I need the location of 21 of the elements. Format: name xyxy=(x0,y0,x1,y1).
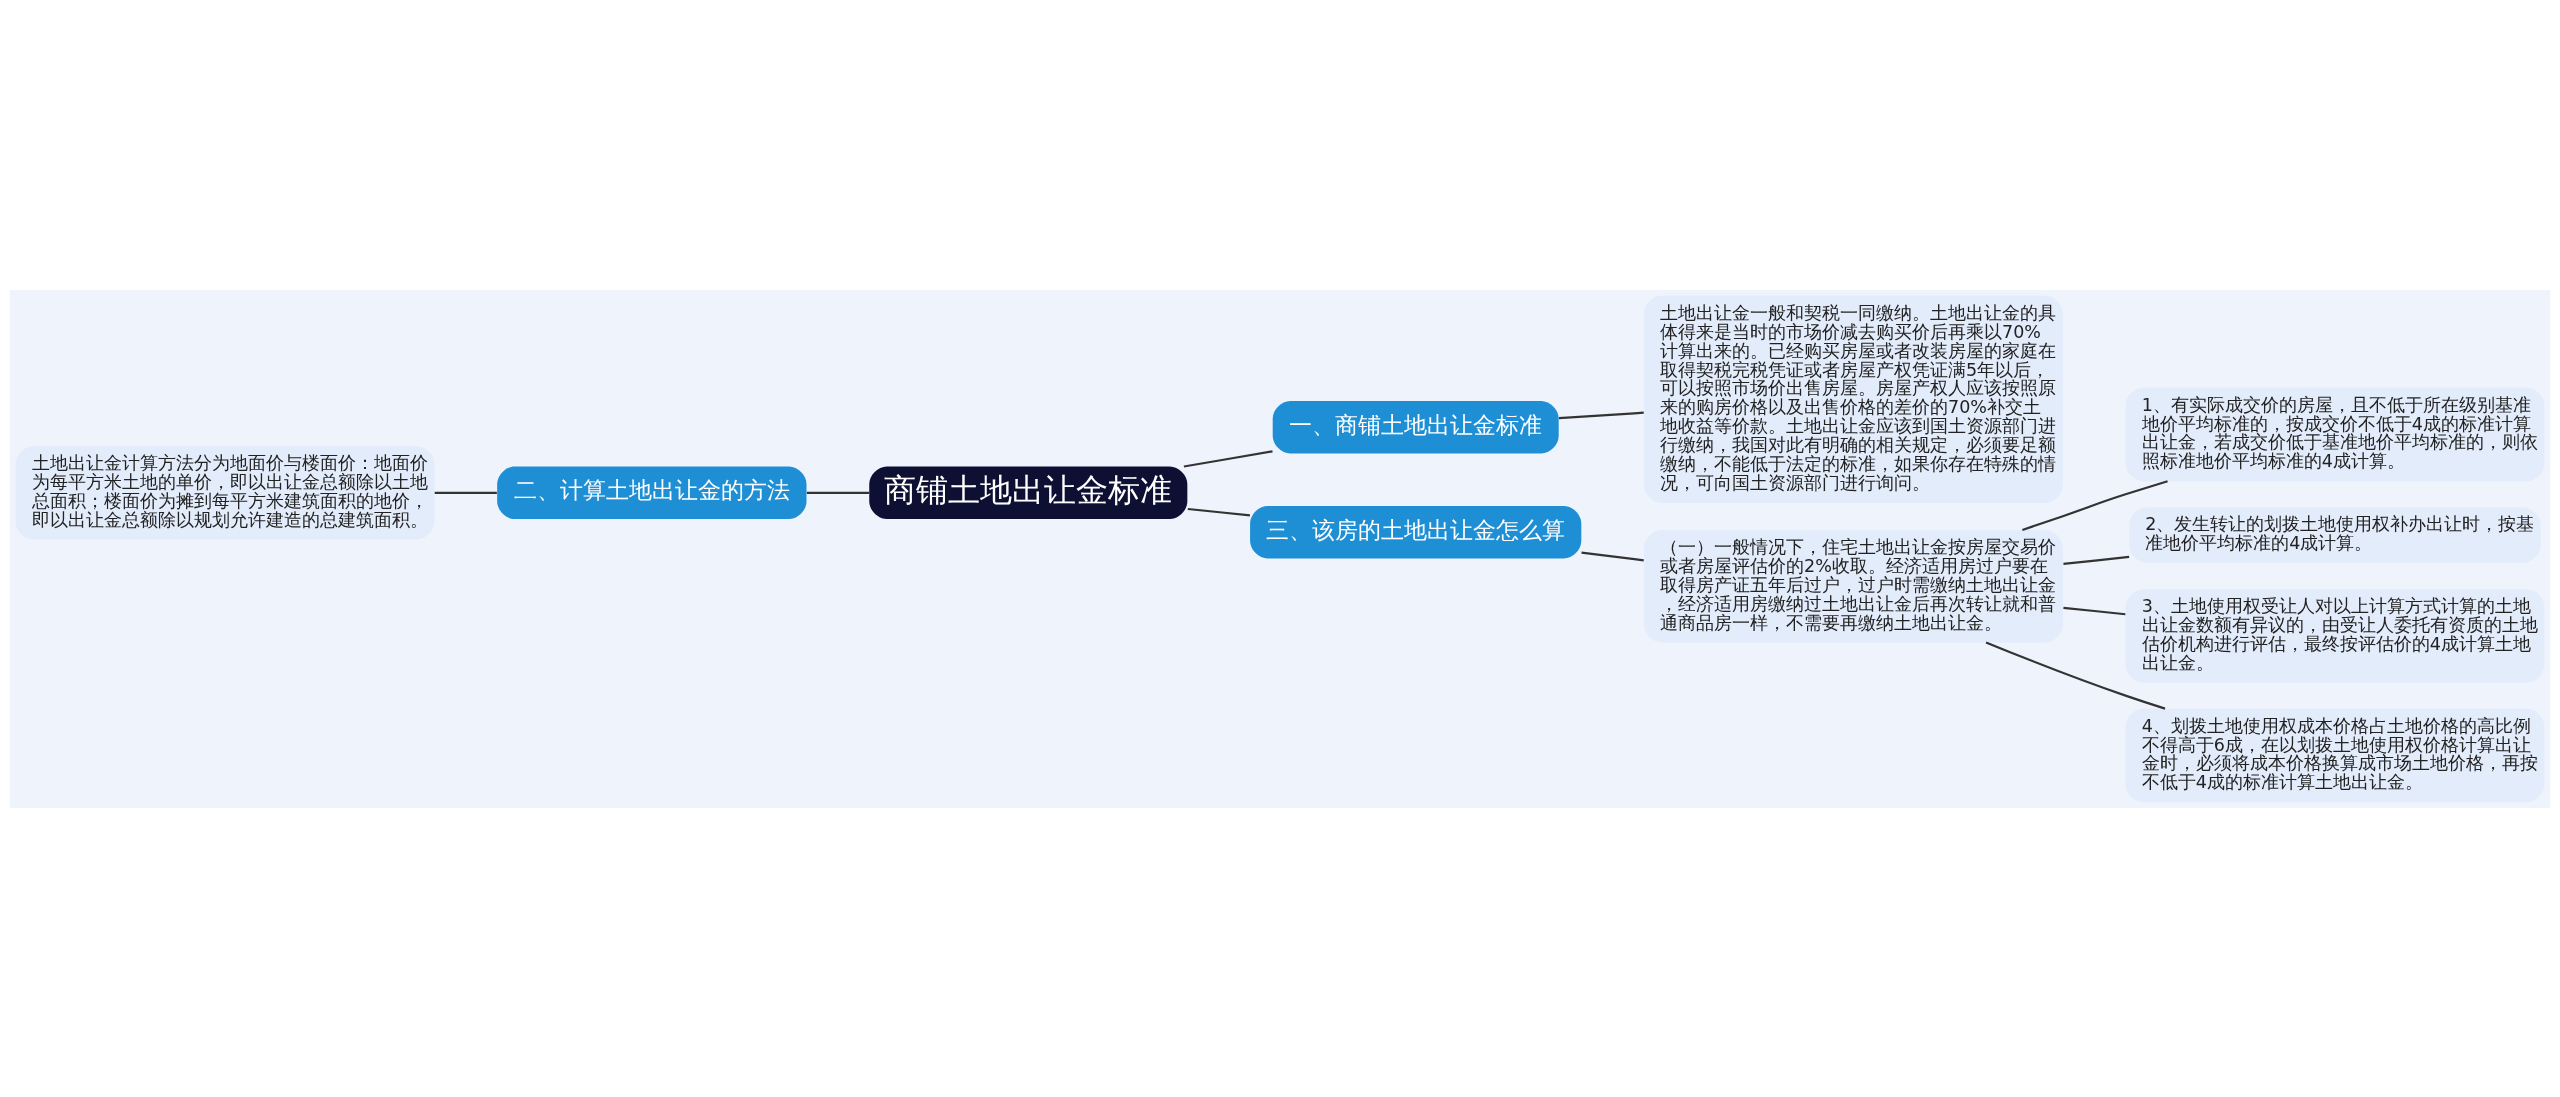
connector xyxy=(2022,479,2168,531)
node-box: 3、土地使用权受让人对以上计算方式计算的土地出让金数额有异议的，由受让人委托有资质的土地估价机构进行评估，最终按评估价的4成计算土地出让金。 xyxy=(2125,588,2545,682)
connector xyxy=(1558,411,1644,419)
node-box: 土地出让金一般和契税一同缴纳。土地出让金的具体得来是当时的市场价减去购买价后再乘以70%计算出来的。已经购买房屋或者改装房屋的家庭在取得契税完税凭证或者房屋产权凭证满5年以后，可以按照市场价出售房屋。房屋产权人应该按照原来的购房价格以及出售价格的差价的70%补交土地收益等价款。土地出让金应该到国土资源部门进行缴纳，我国对此有明确的相关规定，必须要足额缴纳，不能低于法定的标准，如果你存在特殊的情况，可向国土资源部门进行询问。 xyxy=(1644,295,2063,503)
node-box: 2、发生转让的划拨土地使用权补办出让时，按基准地价平均标准的4成计算。 xyxy=(2129,506,2541,563)
node-box: 4、划拨土地使用权成本价格占土地价格的高比例不得高于6成，在以划拨土地使用权价格计算出让金时，必须将成本价格换算成市场土地价格，再按不低于4成的标准计算土地出让金。 xyxy=(2125,708,2545,802)
node-box: （一）一般情况下，住宅土地出让金按房屋交易价或者房屋评估价的2%收取。经济适用房过户要在取得房产证五年后过户，过户时需缴纳土地出让金，经济适用房缴纳过土地出让金后再次转让就和普通商品房一样，不需要再缴纳土地出让金。 xyxy=(1644,529,2063,642)
connector xyxy=(2063,606,2126,615)
connector xyxy=(1187,507,1251,516)
node-box: 土地出让金计算方法分为地面价与楼面价：地面价为每平方米土地的单价，即以出让金总额除以土地总面积；楼面价为摊到每平方米建筑面积的地价，即以出让金总额除以规划允许建造的总建筑面积。 xyxy=(15,445,435,539)
node-box: 一、商铺土地出让金标准 xyxy=(1272,400,1559,453)
connector xyxy=(806,491,870,494)
connector xyxy=(2063,555,2130,565)
connector xyxy=(1985,640,2166,710)
node-box: 二、计算土地出让金的方法 xyxy=(497,466,807,519)
connector xyxy=(1183,449,1273,468)
connector xyxy=(434,491,497,494)
connector xyxy=(1581,551,1644,561)
node-box: 1、有实际成交价的房屋，且不低于所在级别基准地价平均标准的，按成交价不低于4成的标准计算出让金，若成交价低于基准地价平均标准的，则依照标准地价平均标准的4成计算。 xyxy=(2125,387,2545,481)
node-box: 商铺土地出让金标准 xyxy=(869,466,1188,519)
node-box: 三、该房的土地出让金怎么算 xyxy=(1250,505,1582,558)
